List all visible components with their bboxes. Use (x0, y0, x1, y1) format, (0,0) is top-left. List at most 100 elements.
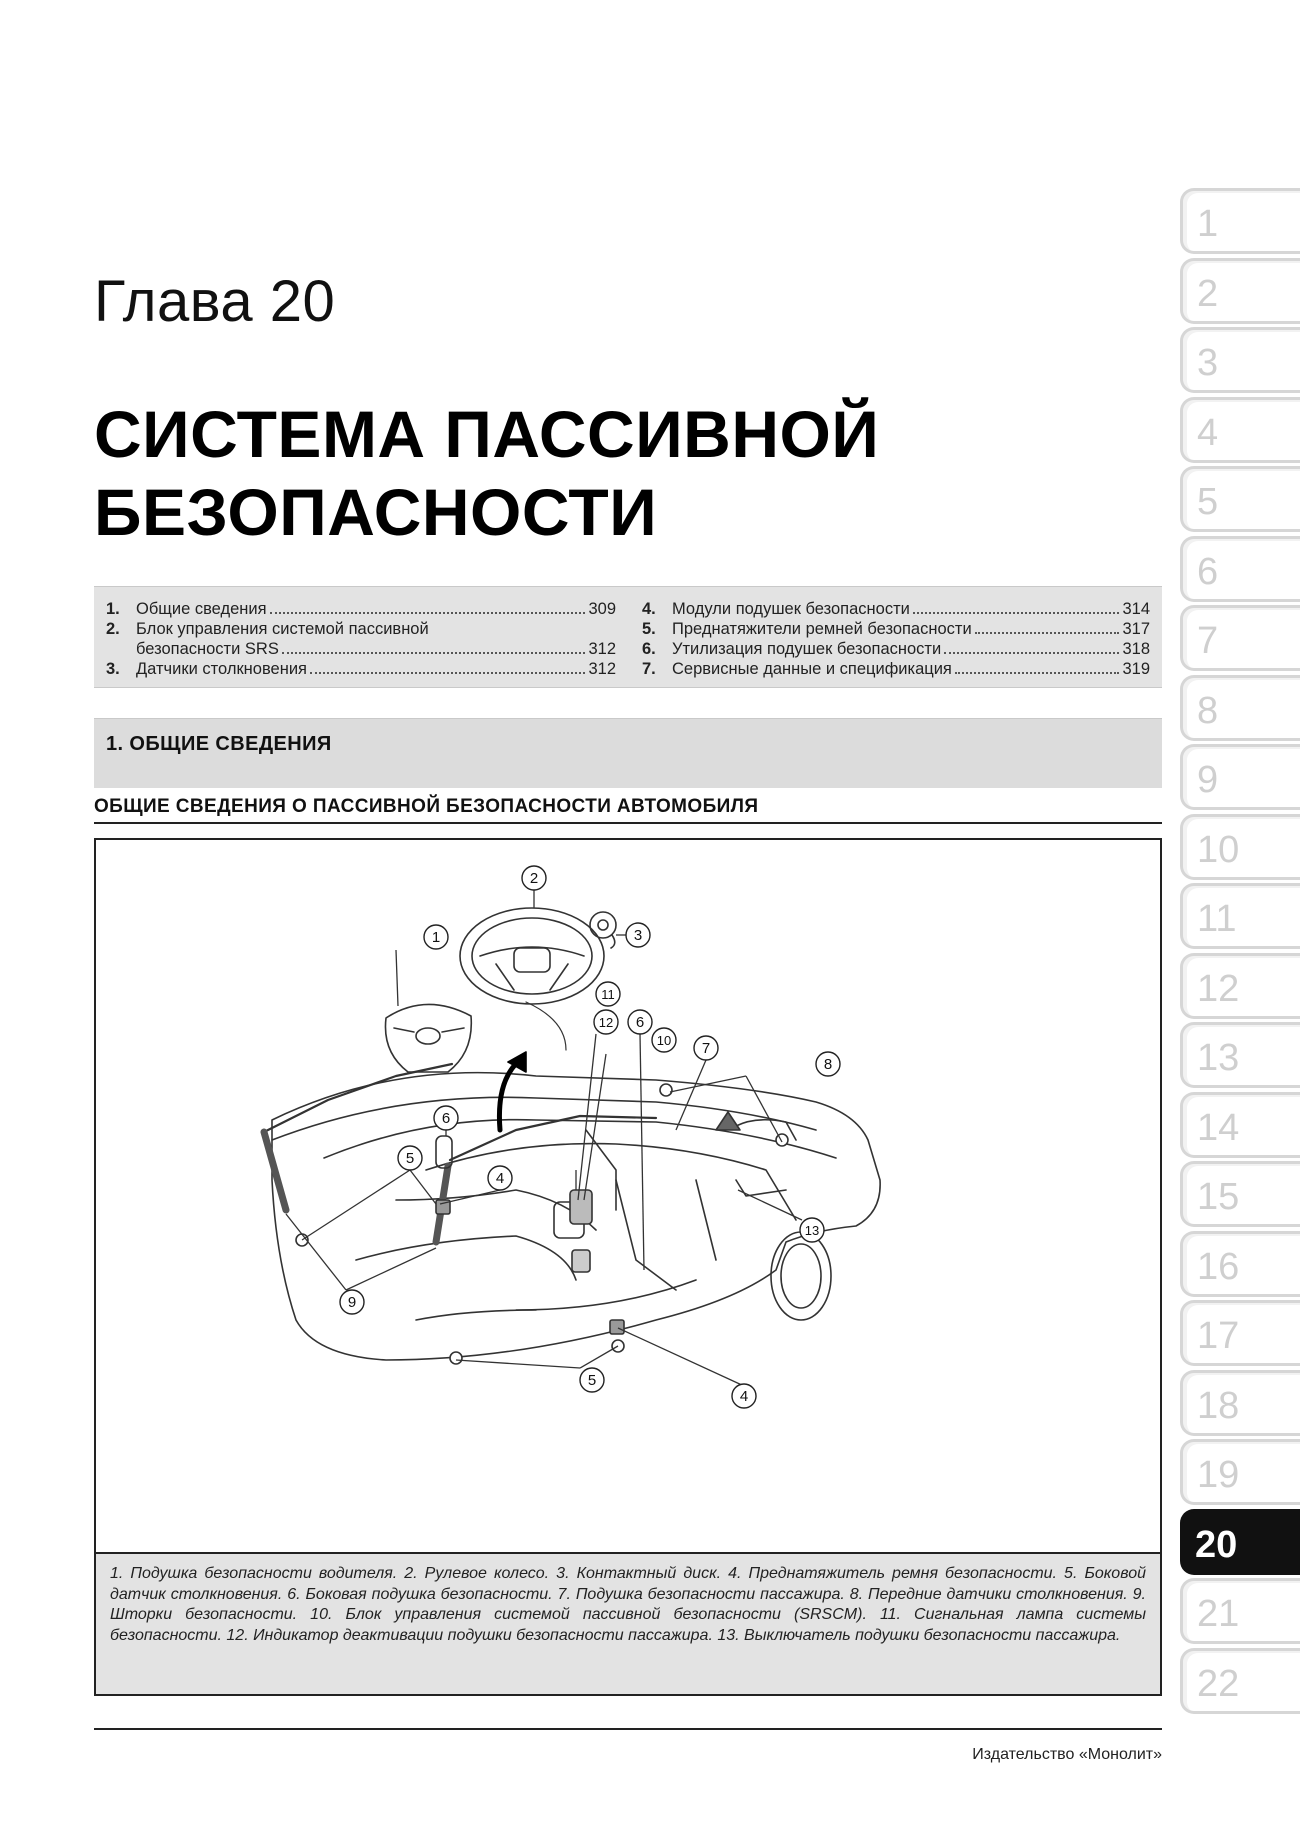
chapter-tab-20-active[interactable]: 20 (1180, 1508, 1300, 1575)
chapter-title: СИСТЕМА ПАССИВНОЙ БЕЗОПАСНОСТИ (94, 397, 880, 549)
svg-text:5: 5 (588, 1372, 596, 1389)
chapter-tab-label: 12 (1197, 967, 1240, 1010)
chapter-tab-7[interactable]: 7 (1180, 605, 1300, 671)
toc-entry-page: 319 (1122, 660, 1150, 678)
chapter-tab-label: 16 (1197, 1245, 1240, 1288)
toc-leader-dots (974, 632, 1120, 634)
srs-components-diagram: 1 2 3 4 4 5 5 6 6 7 8 9 10 11 12 13 (260, 865, 881, 1409)
chapter-tab-12[interactable]: 12 (1180, 952, 1300, 1019)
chapter-label: Глава 20 (94, 269, 336, 334)
toc-entry-page: 312 (588, 640, 616, 658)
driver-airbag-module-illustration (384, 1003, 473, 1073)
chapter-tab-4[interactable]: 4 (1180, 396, 1300, 463)
chapter-tab-label: 13 (1197, 1037, 1240, 1079)
svg-text:9: 9 (348, 1294, 356, 1311)
chapter-tab-5[interactable]: 5 (1180, 466, 1300, 532)
sensor-markers (295, 1083, 789, 1365)
toc-entry-title: Утилизация подушек безопасности (672, 640, 942, 658)
footer-divider (94, 1728, 1162, 1730)
toc-entry-number: 3. (106, 660, 120, 678)
toc-leader-dots (309, 672, 586, 674)
svg-text:1: 1 (432, 929, 440, 946)
svg-text:5: 5 (406, 1150, 414, 1167)
chapter-tab-10[interactable]: 10 (1180, 813, 1300, 880)
toc-entry[interactable]: 2. Блок управления системой пассивной (106, 619, 616, 639)
svg-text:3: 3 (634, 927, 642, 944)
toc-leader-dots (269, 612, 586, 614)
publisher-name: Издательство «Монолит» (972, 1746, 1162, 1763)
callout-6-center: 6 (627, 1009, 653, 1035)
chapter-tab-label: 4 (1197, 411, 1219, 454)
toc-leader-dots (954, 672, 1120, 674)
callout-7: 7 (693, 1035, 719, 1061)
callout-5-lower: 5 (579, 1367, 605, 1393)
chapter-tab-14[interactable]: 14 (1180, 1091, 1300, 1158)
chapter-tabs: 1 2 3 4 5 6 7 8 9 10 11 12 13 14 15 16 1… (1180, 188, 1300, 1717)
callout-9: 9 (339, 1289, 365, 1315)
chapter-tab-9[interactable]: 9 (1180, 744, 1300, 810)
chapter-tab-label: 3 (1197, 342, 1219, 384)
toc-entry-title: Общие сведения (136, 600, 267, 618)
chapter-tab-6[interactable]: 6 (1180, 535, 1300, 602)
chapter-tab-15[interactable]: 15 (1180, 1161, 1300, 1227)
toc-leader-dots (912, 612, 1120, 614)
callout-12: 12 (593, 1009, 619, 1035)
toc-entry-number: 7. (642, 660, 656, 678)
svg-text:12: 12 (599, 1015, 613, 1030)
chapter-tab-label: 1 (1197, 203, 1219, 245)
toc-entry-page: 317 (1122, 620, 1150, 638)
toc-entry[interactable]: 5. Преднатяжители ремней безопасности 31… (642, 619, 1150, 639)
callout-11: 11 (595, 981, 621, 1007)
toc-column-left: 1. Общие сведения 309 2. Блок управления… (106, 599, 616, 679)
chapter-tab-2[interactable]: 2 (1180, 257, 1300, 324)
figure: 1 2 3 4 4 5 5 6 6 7 8 9 10 11 12 13 1. П… (94, 838, 1162, 1696)
toc-entry[interactable]: безопасности SRS 312 (106, 639, 616, 659)
chapter-tab-label: 15 (1197, 1176, 1240, 1218)
chapter-tab-label: 20 (1195, 1523, 1238, 1566)
callout-4-lower: 4 (731, 1383, 757, 1409)
toc-entry[interactable]: 6. Утилизация подушек безопасности 318 (642, 639, 1150, 659)
callout-13: 13 (799, 1217, 825, 1243)
toc-entry[interactable]: 7. Сервисные данные и спецификация 319 (642, 659, 1150, 679)
toc-entry-title: Преднатяжители ремней безопасности (672, 620, 972, 638)
chapter-tab-19[interactable]: 19 (1180, 1439, 1300, 1505)
chapter-tab-18[interactable]: 18 (1180, 1369, 1300, 1436)
section-title: 1. ОБЩИЕ СВЕДЕНИЯ (106, 733, 332, 755)
svg-text:4: 4 (496, 1170, 504, 1187)
toc-entry-title: Датчики столкновения (136, 660, 307, 678)
side-airbag-marker (435, 1135, 453, 1169)
toc-leader-dots (281, 652, 586, 654)
toc-entry[interactable]: 3. Датчики столкновения 312 (106, 659, 616, 679)
toc-entry[interactable]: 1. Общие сведения 309 (106, 599, 616, 619)
chapter-tab-8[interactable]: 8 (1180, 674, 1300, 741)
chapter-tab-label: 2 (1197, 272, 1219, 315)
table-of-contents: 1. Общие сведения 309 2. Блок управления… (94, 586, 1162, 688)
toc-entry-title: Сервисные данные и спецификация (672, 660, 952, 678)
toc-entry-title: Блок управления системой пассивной (136, 620, 429, 638)
pretensioner-rear-marker (609, 1319, 625, 1335)
svg-text:2: 2 (530, 870, 538, 887)
chapter-tab-22[interactable]: 22 (1180, 1647, 1300, 1714)
chapter-tab-11[interactable]: 11 (1180, 883, 1300, 949)
chapter-tab-21[interactable]: 21 (1180, 1578, 1300, 1644)
chapter-tab-16[interactable]: 16 (1180, 1230, 1300, 1297)
pretensioner-front-marker (435, 1199, 451, 1215)
chapter-tab-13[interactable]: 13 (1180, 1022, 1300, 1088)
toc-entry[interactable]: 4. Модули подушек безопасности 314 (642, 599, 1150, 619)
chapter-tab-17[interactable]: 17 (1180, 1300, 1300, 1366)
callout-5-upper: 5 (397, 1145, 423, 1171)
chapter-tab-label: 9 (1197, 759, 1219, 801)
chapter-tab-label: 6 (1197, 550, 1219, 593)
callout-2: 2 (521, 865, 547, 891)
callout-1: 1 (423, 924, 449, 950)
toc-column-right: 4. Модули подушек безопасности 314 5. Пр… (642, 599, 1150, 679)
chapter-tab-label: 5 (1197, 481, 1219, 523)
chapter-tab-1[interactable]: 1 (1180, 188, 1300, 254)
toc-entry-number: 5. (642, 620, 656, 638)
chapter-tab-3[interactable]: 3 (1180, 327, 1300, 393)
toc-entry-page: 312 (588, 660, 616, 678)
toc-entry-page: 314 (1122, 600, 1150, 618)
chapter-tab-label: 18 (1197, 1384, 1240, 1427)
callout-8: 8 (815, 1051, 841, 1077)
front-sensor-marker (715, 1111, 741, 1131)
